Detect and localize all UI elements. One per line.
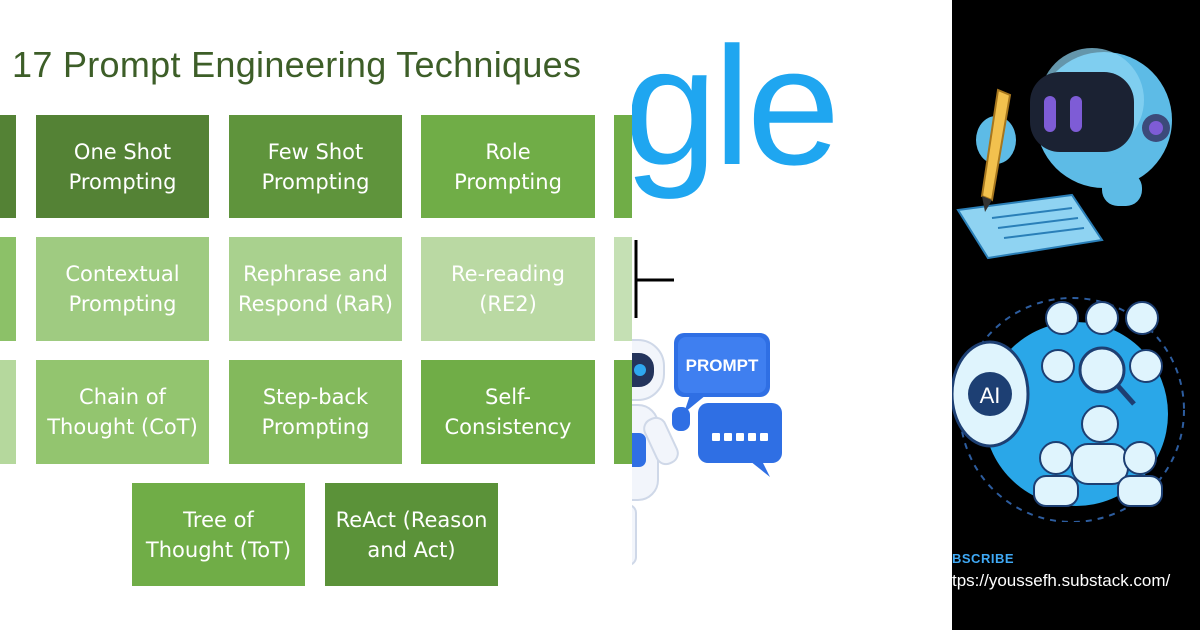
ai-badge-text: AI <box>980 383 1001 408</box>
tile-edge-left <box>0 115 16 218</box>
ai-emotions-illustration: AI <box>952 297 1185 522</box>
tile-re-reading: Re-reading(RE2) <box>421 237 595 341</box>
technique-slide: 17 Prompt Engineering Techniques One Sho… <box>0 44 632 586</box>
prompt-bubble-text: PROMPT <box>686 356 759 375</box>
tile-edge-left <box>0 360 16 464</box>
tile-edge-right <box>614 237 632 341</box>
tile-edge-right <box>614 115 632 218</box>
robot-prompt-illustration: PROMPT <box>632 333 782 566</box>
tile-edge-right <box>614 360 632 464</box>
plus-icon <box>634 240 674 318</box>
substack-url-link[interactable]: tps://youssefh.substack.com/ <box>952 571 1171 590</box>
middle-panel: gle PROMPT <box>632 0 952 630</box>
slide-title: 17 Prompt Engineering Techniques <box>12 44 582 85</box>
robot-writing-illustration <box>956 48 1172 260</box>
subscribe-label: BSCRIBE <box>952 551 1015 566</box>
newsletter-panel: AI BSCRIBE tps://youssefh.substack.com/ <box>952 0 1200 630</box>
tile-edge-left <box>0 237 16 341</box>
tile-self-consistency: Self-Consistency <box>421 360 595 464</box>
brand-wordmark-fragment: gle <box>632 12 840 200</box>
